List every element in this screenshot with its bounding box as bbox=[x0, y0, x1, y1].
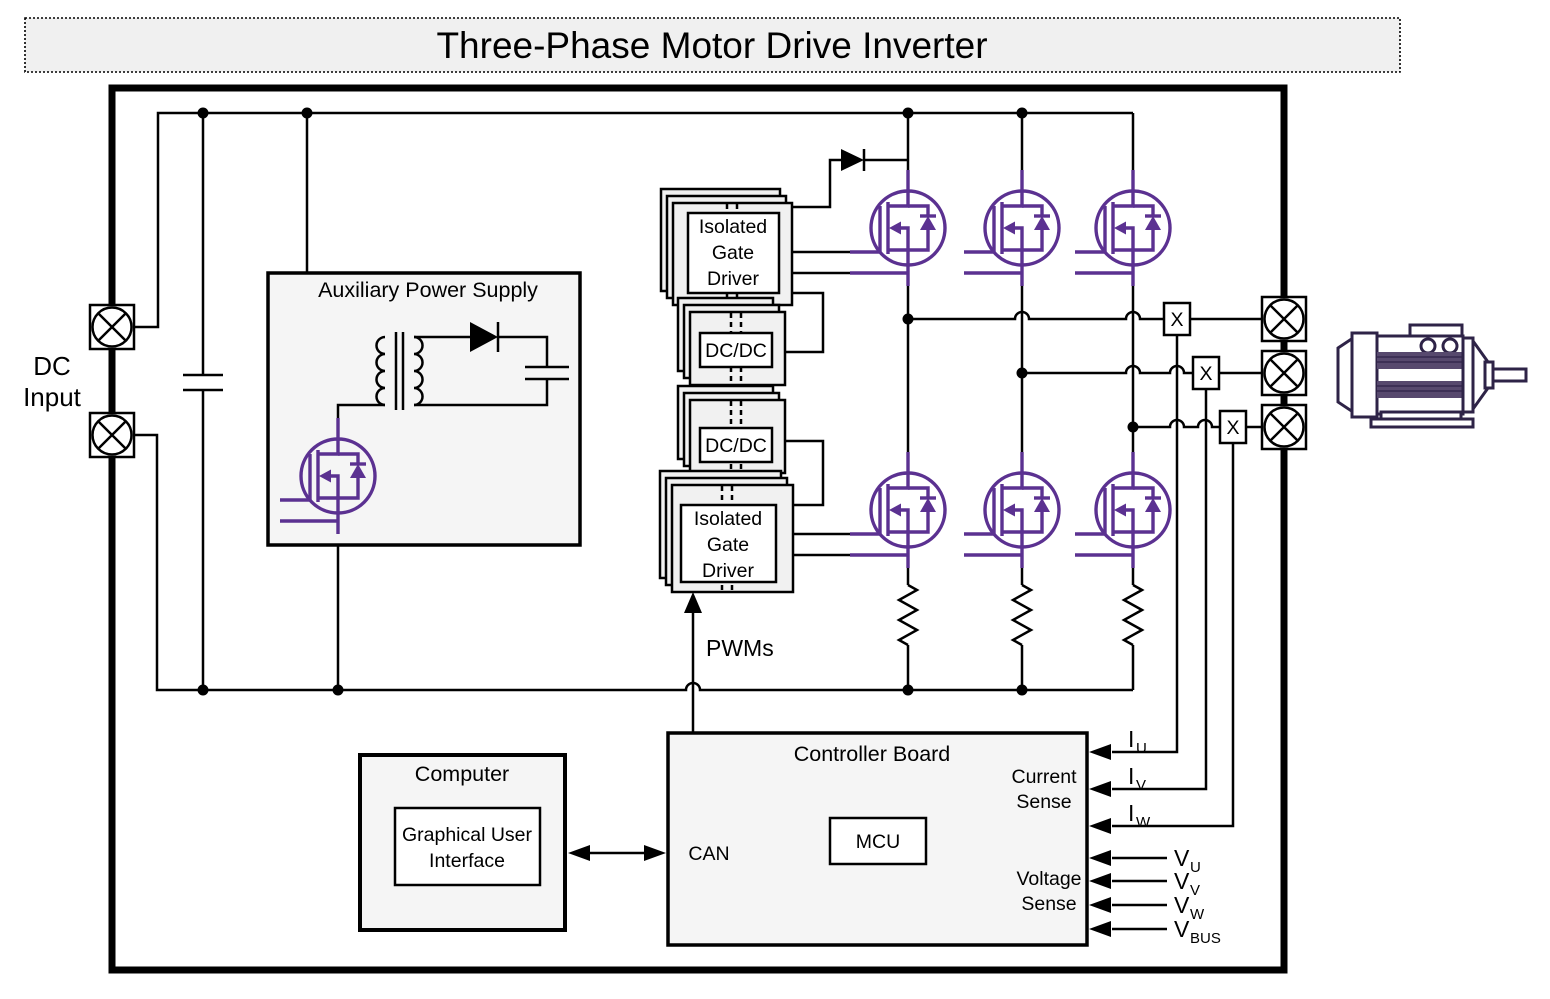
dcdc-bottom-label: DC/DC bbox=[705, 435, 767, 457]
bootstrap-diode bbox=[792, 149, 908, 209]
gui-label-line1: Graphical User bbox=[402, 824, 533, 846]
gate-driver-bottom-line3: Driver bbox=[702, 560, 755, 582]
iv-label-sub: V bbox=[1136, 777, 1146, 794]
flyback-transformer bbox=[375, 332, 424, 410]
vw-label-sub: W bbox=[1190, 906, 1205, 923]
iw-label-main: I bbox=[1128, 800, 1134, 826]
aux-power-supply-box: Auxiliary Power Supply bbox=[266, 271, 582, 547]
current-sensor-w-label: X bbox=[1226, 417, 1239, 439]
mosfet-high-v bbox=[962, 168, 1061, 288]
shunt-resistor-v bbox=[1011, 583, 1033, 647]
motor-icon bbox=[1336, 323, 1528, 429]
mosfet-high-w bbox=[1073, 168, 1172, 288]
current-sensor-u: X bbox=[1162, 301, 1192, 337]
dcdc-stack-top: DC/DC bbox=[676, 296, 787, 387]
aux-supply-title: Auxiliary Power Supply bbox=[318, 278, 538, 302]
vv-label-sub: V bbox=[1190, 882, 1200, 899]
gui-label-line2: Interface bbox=[429, 850, 505, 872]
computer-box: Computer Graphical User Interface bbox=[358, 753, 567, 932]
gate-driver-bottom-line2: Gate bbox=[707, 534, 749, 556]
gate-driver-bottom-line1: Isolated bbox=[694, 508, 762, 530]
dc-input-connector-negative bbox=[88, 411, 136, 459]
dc-input-connector-positive bbox=[88, 303, 136, 351]
current-sense-label-line2: Sense bbox=[1016, 791, 1071, 813]
vv-label-main: V bbox=[1174, 868, 1190, 894]
shunt-resistor-u bbox=[897, 583, 919, 647]
output-diode bbox=[414, 322, 549, 367]
signal-labels: I U I V I W V U V V V W V BUS bbox=[1128, 726, 1221, 947]
computer-title: Computer bbox=[415, 762, 509, 786]
title-banner: Three-Phase Motor Drive Inverter bbox=[24, 17, 1401, 73]
shunt-resistor-w bbox=[1122, 583, 1144, 647]
vu-label-main: V bbox=[1174, 845, 1190, 871]
voltage-sense-label-line2: Sense bbox=[1021, 893, 1076, 915]
voltage-sense-label-line1: Voltage bbox=[1016, 868, 1081, 890]
controller-board-title: Controller Board bbox=[794, 742, 951, 766]
mosfet-low-w bbox=[1073, 450, 1172, 570]
controller-board-box: Controller Board CAN MCU Current Sense V… bbox=[666, 731, 1089, 947]
page-title: Three-Phase Motor Drive Inverter bbox=[436, 25, 987, 66]
dc-input-label-line2: Input bbox=[23, 382, 82, 412]
output-capacitor bbox=[336, 365, 569, 419]
gate-driver-top-line2: Gate bbox=[712, 242, 754, 264]
mosfet-high-u bbox=[848, 168, 947, 288]
phase-w-output-connector bbox=[1260, 403, 1308, 451]
pwms-label: PWMs bbox=[706, 635, 774, 661]
iu-label-main: I bbox=[1128, 726, 1134, 752]
current-sense-label-line1: Current bbox=[1011, 766, 1077, 788]
gate-driver-top-line1: Isolated bbox=[699, 216, 767, 238]
dc-bus-capacitor bbox=[183, 113, 223, 690]
mcu-label: MCU bbox=[856, 831, 900, 853]
mosfet-low-v bbox=[962, 450, 1061, 570]
phase-u-output-connector bbox=[1260, 295, 1308, 343]
vw-label-main: V bbox=[1174, 892, 1190, 918]
can-link-arrow bbox=[568, 845, 666, 861]
gate-driver-stack-top: Isolated Gate Driver bbox=[659, 187, 794, 307]
wiring bbox=[134, 111, 1262, 937]
gate-driver-stack-bottom: Isolated Gate Driver bbox=[658, 469, 795, 594]
junction-dots bbox=[197, 107, 1139, 696]
inverter-enclosure bbox=[108, 84, 1288, 974]
dcdc-top-label: DC/DC bbox=[705, 340, 767, 362]
pwm-arrow bbox=[684, 592, 702, 733]
mosfet-low-u bbox=[848, 450, 947, 570]
iv-label-main: I bbox=[1128, 763, 1134, 789]
iu-label-sub: U bbox=[1136, 740, 1147, 757]
current-sensor-u-label: X bbox=[1170, 309, 1183, 331]
dcdc-stack-bottom: DC/DC bbox=[676, 384, 787, 475]
vbus-label-main: V bbox=[1174, 916, 1190, 942]
current-sensor-v: X bbox=[1191, 355, 1221, 391]
phase-v-output-connector bbox=[1260, 349, 1308, 397]
gate-driver-top-line3: Driver bbox=[707, 268, 760, 290]
vu-label-sub: U bbox=[1190, 859, 1201, 876]
iw-label-sub: W bbox=[1136, 814, 1151, 831]
current-sensor-w: X bbox=[1218, 409, 1248, 445]
dc-input-label-line1: DC bbox=[33, 351, 71, 381]
current-sensor-v-label: X bbox=[1199, 363, 1212, 385]
can-label: CAN bbox=[688, 843, 729, 865]
vbus-label-sub: BUS bbox=[1190, 930, 1221, 947]
